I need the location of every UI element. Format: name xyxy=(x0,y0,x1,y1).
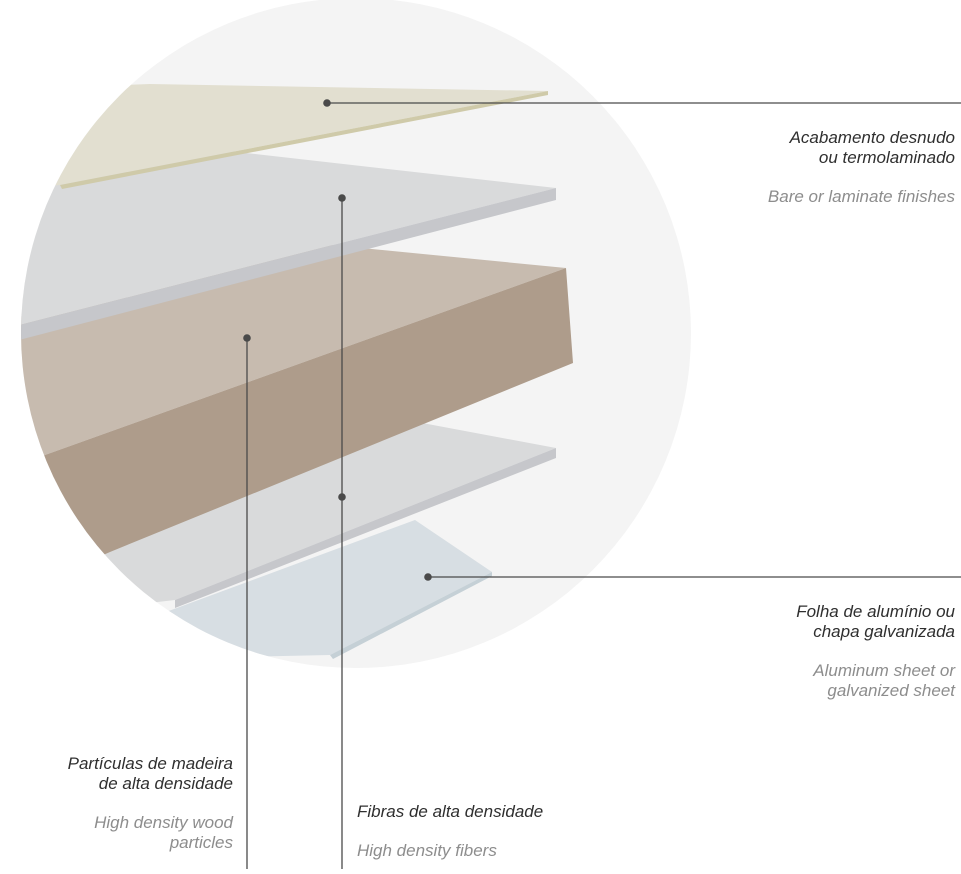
finish-label-pt-2: ou termolaminado xyxy=(818,148,955,167)
wood-board-front xyxy=(21,268,573,600)
aluminum-sheet-edge xyxy=(330,572,492,659)
aluminum-label-en-2: galvanized sheet xyxy=(827,681,955,700)
wood-label-en-2: particles xyxy=(169,833,233,852)
upper-fiber-marker-dot xyxy=(338,194,346,202)
fibers-label-pt: Fibras de alta densidade xyxy=(357,802,544,821)
lower-fiber-edge xyxy=(175,448,556,608)
wood-label-pt-1: Partículas de madeira xyxy=(67,754,233,773)
upper-fiber-edge xyxy=(21,188,556,345)
aluminum-label-pt-1: Folha de alumínio ou xyxy=(796,602,955,621)
finish-callout: Acabamento desnudo ou termolaminado Bare… xyxy=(768,128,955,207)
wood-callout: Partículas de madeira de alta densidade … xyxy=(68,754,233,853)
finish-label-pt-1: Acabamento desnudo xyxy=(789,128,955,147)
wood-label-en-1: High density wood xyxy=(94,813,233,832)
upper-fiber-layer xyxy=(21,150,556,330)
finish-marker-dot xyxy=(323,99,331,107)
aluminum-label-pt-2: chapa galvanizada xyxy=(813,622,955,641)
aluminum-label-en-1: Aluminum sheet or xyxy=(813,661,955,680)
finish-label-en: Bare or laminate finishes xyxy=(767,187,955,206)
aluminum-marker-dot xyxy=(424,573,432,581)
wood-label-pt-2: de alta densidade xyxy=(98,774,233,793)
aluminum-callout: Folha de alumínio ou chapa galvanizada A… xyxy=(796,602,955,701)
wood-marker-dot xyxy=(243,334,251,342)
lower-fiber-marker-dot xyxy=(338,493,346,501)
finish-layer-edge xyxy=(60,91,548,189)
lower-fiber-layer xyxy=(21,415,556,620)
fibers-label-en: High density fibers xyxy=(357,841,497,860)
fibers-callout: Fibras de alta densidade High density fi… xyxy=(357,802,543,861)
finish-layer xyxy=(21,84,548,190)
